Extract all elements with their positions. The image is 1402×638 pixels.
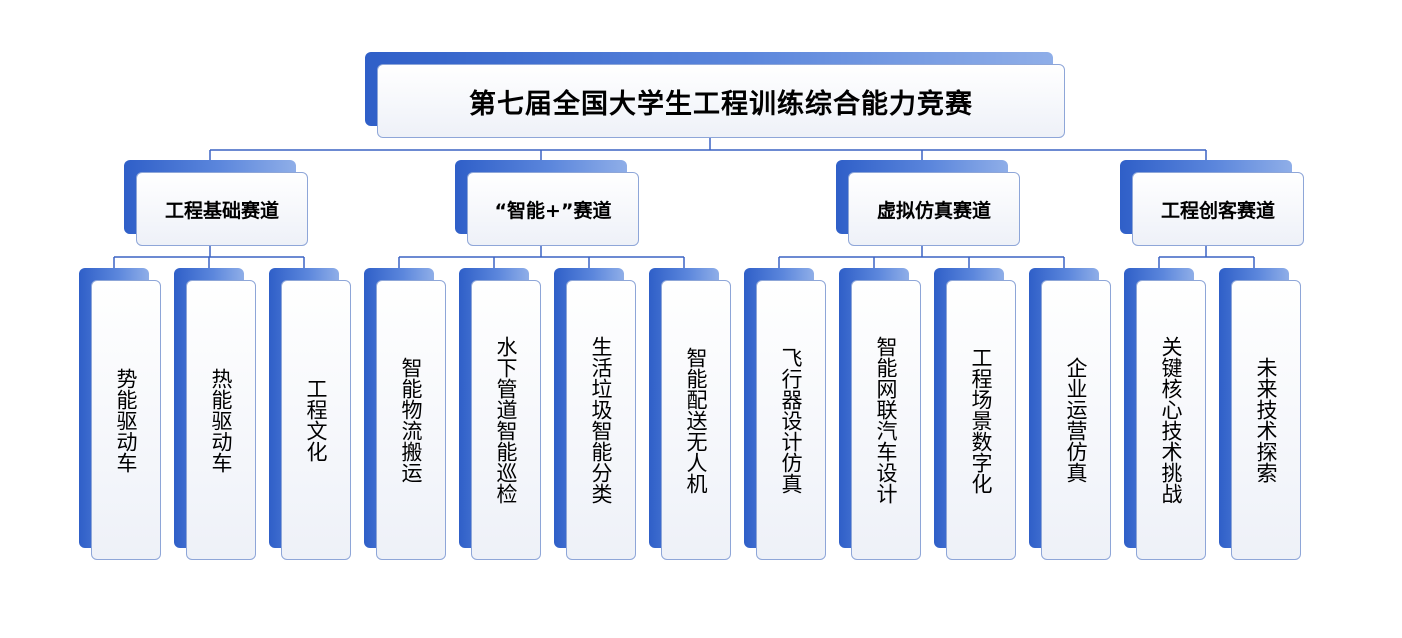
event-label: 水下管道智能巡检 (471, 280, 541, 560)
track-title: “智能+”赛道 (467, 172, 639, 246)
event-node: 企业运营仿真 (1029, 268, 1111, 560)
track-title: 虚拟仿真赛道 (848, 172, 1020, 246)
event-node: 工程文化 (269, 268, 351, 560)
event-label: 智能配送无人机 (661, 280, 731, 560)
track-node: 工程创客赛道 (1120, 160, 1304, 246)
root-title: 第七届全国大学生工程训练综合能力竞赛 (377, 64, 1065, 138)
track-node: “智能+”赛道 (455, 160, 639, 246)
event-label: 飞行器设计仿真 (756, 280, 826, 560)
event-node: 智能物流搬运 (364, 268, 446, 560)
root-node: 第七届全国大学生工程训练综合能力竞赛 (365, 52, 1065, 138)
event-node: 水下管道智能巡检 (459, 268, 541, 560)
event-label: 未来技术探索 (1231, 280, 1301, 560)
event-label: 智能网联汽车设计 (851, 280, 921, 560)
event-label: 企业运营仿真 (1041, 280, 1111, 560)
event-node: 未来技术探索 (1219, 268, 1301, 560)
event-node: 生活垃圾智能分类 (554, 268, 636, 560)
event-label: 关键核心技术挑战 (1136, 280, 1206, 560)
event-node: 工程场景数字化 (934, 268, 1016, 560)
event-node: 飞行器设计仿真 (744, 268, 826, 560)
event-label: 工程场景数字化 (946, 280, 1016, 560)
event-label: 势能驱动车 (91, 280, 161, 560)
event-node: 势能驱动车 (79, 268, 161, 560)
track-title: 工程创客赛道 (1132, 172, 1304, 246)
event-label: 生活垃圾智能分类 (566, 280, 636, 560)
event-node: 关键核心技术挑战 (1124, 268, 1206, 560)
event-label: 热能驱动车 (186, 280, 256, 560)
event-node: 智能配送无人机 (649, 268, 731, 560)
event-label: 工程文化 (281, 280, 351, 560)
track-node: 虚拟仿真赛道 (836, 160, 1020, 246)
event-node: 热能驱动车 (174, 268, 256, 560)
track-title: 工程基础赛道 (136, 172, 308, 246)
track-node: 工程基础赛道 (124, 160, 308, 246)
event-label: 智能物流搬运 (376, 280, 446, 560)
event-node: 智能网联汽车设计 (839, 268, 921, 560)
